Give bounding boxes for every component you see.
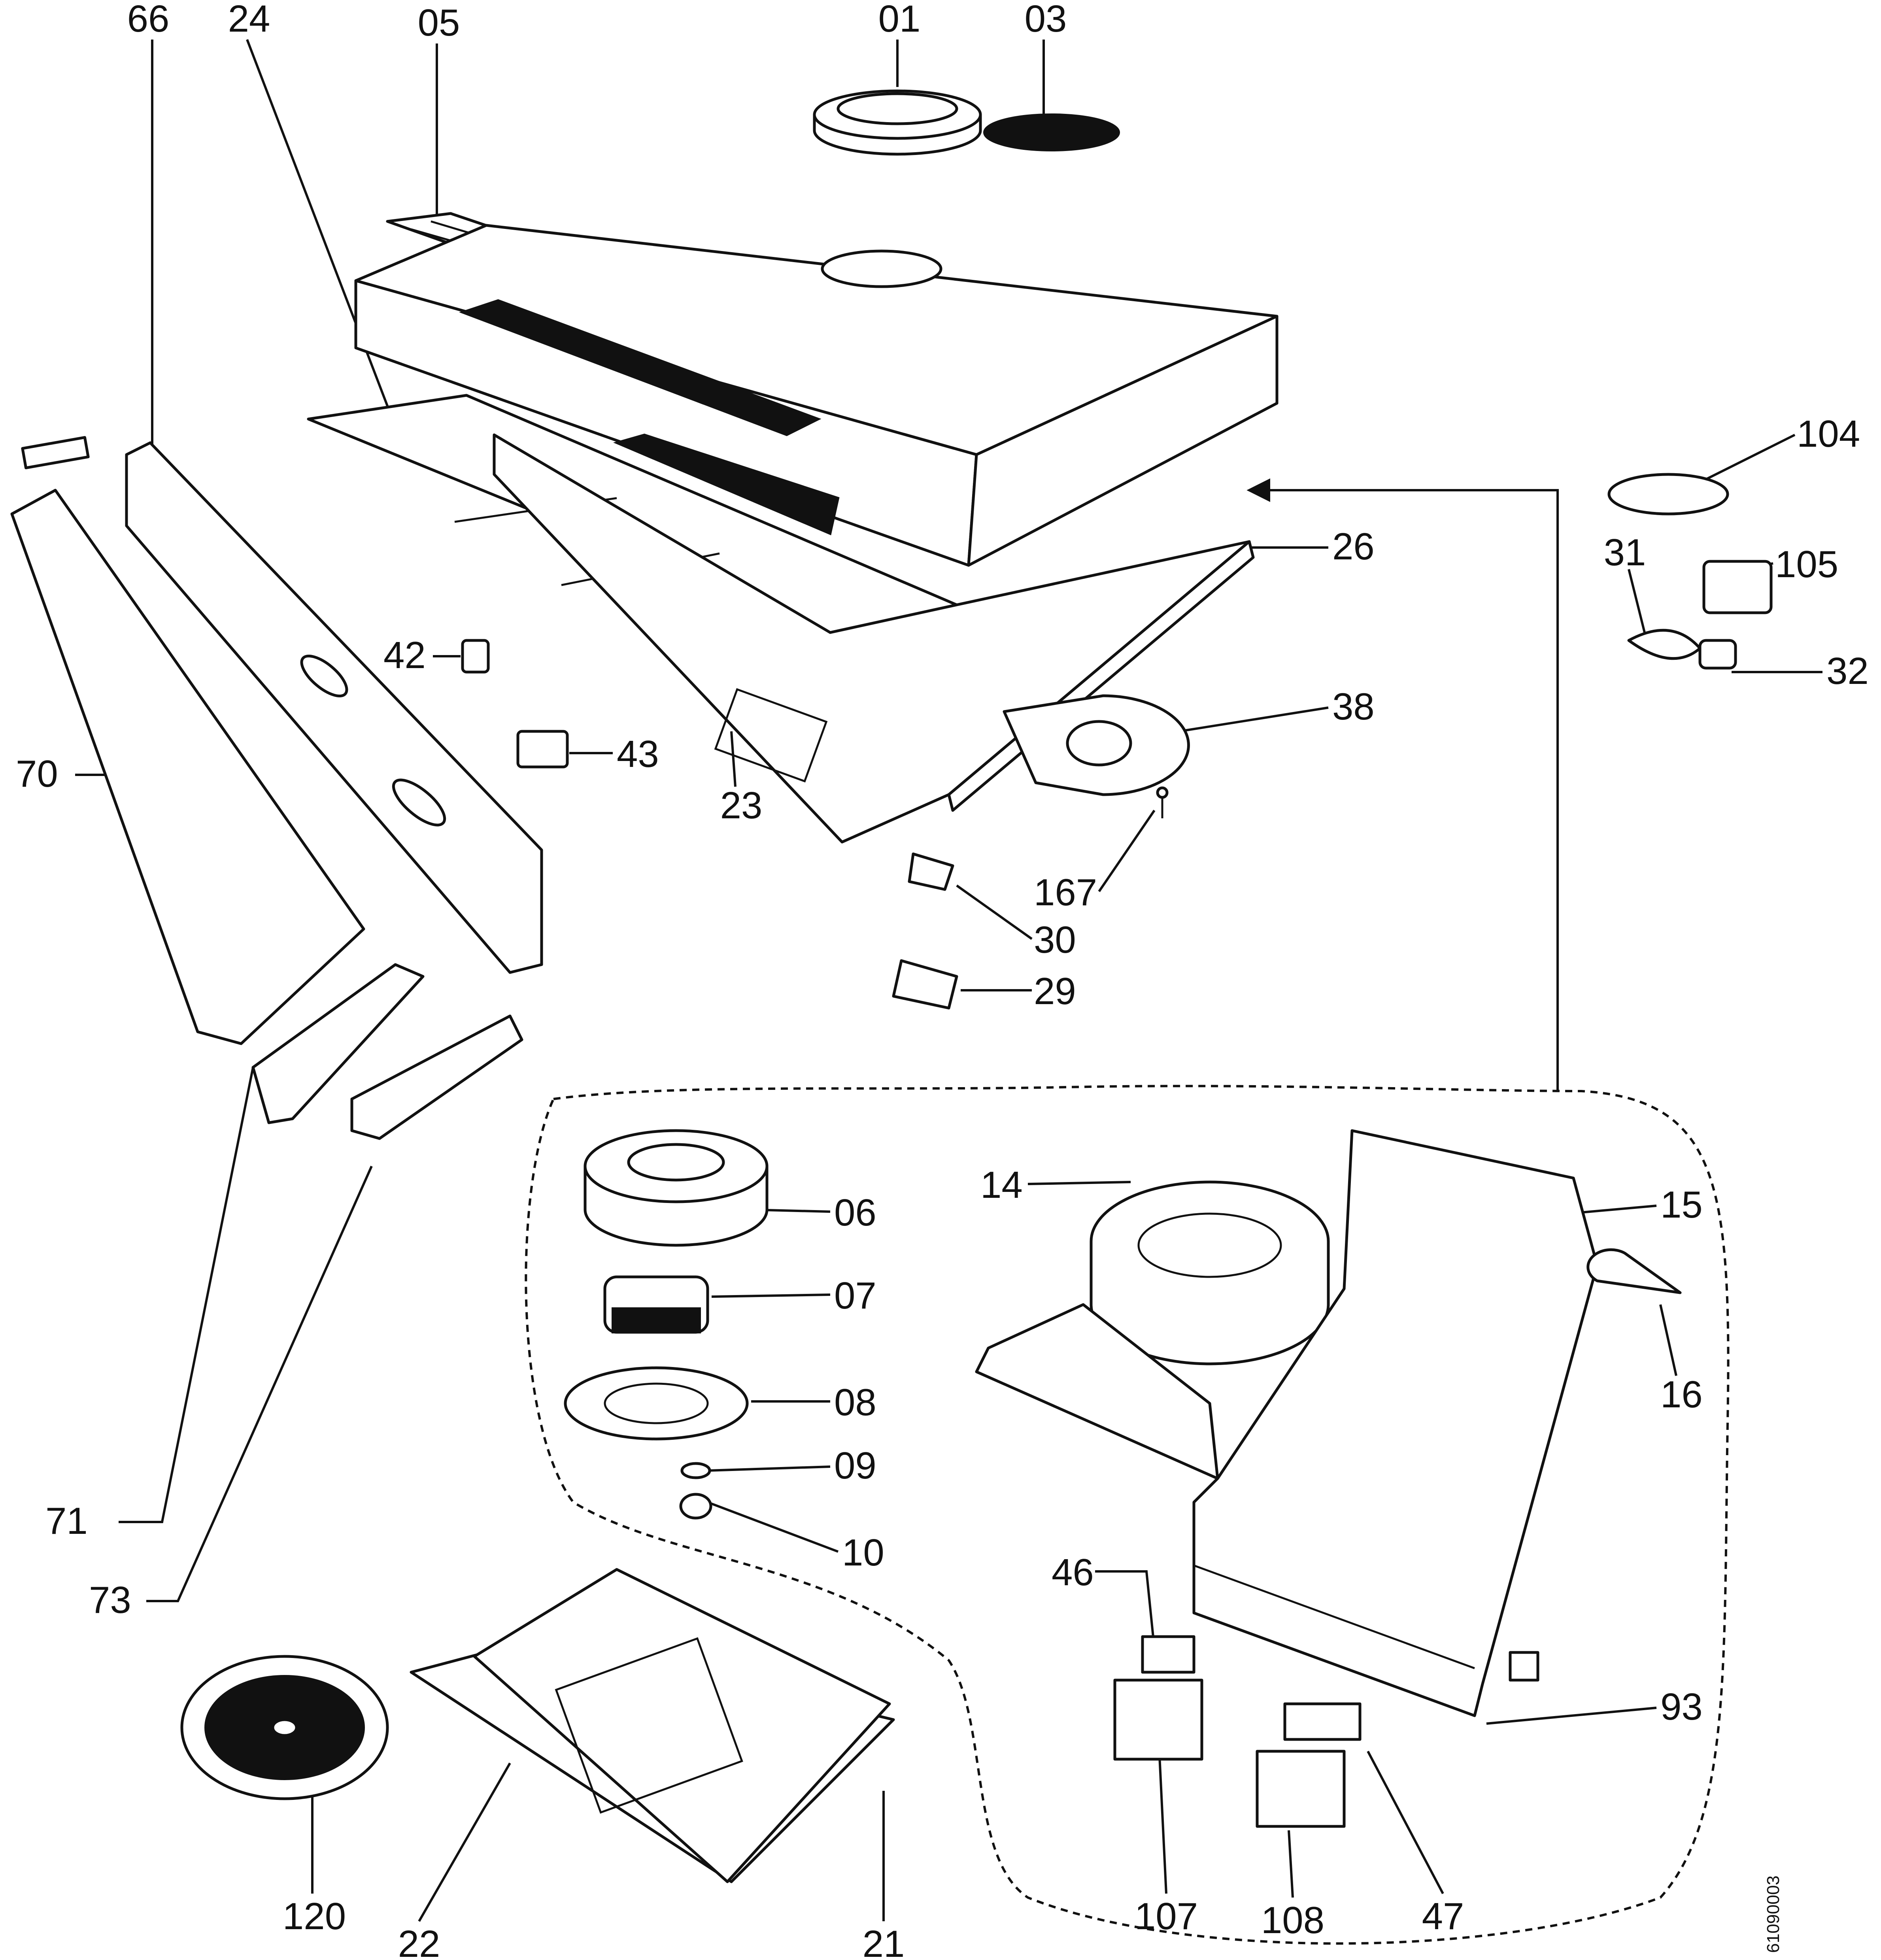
callout-07: 07 xyxy=(834,1275,876,1317)
callout-14: 14 xyxy=(980,1164,1023,1206)
callout-16: 16 xyxy=(1660,1373,1703,1416)
callout-120: 120 xyxy=(283,1895,346,1937)
motor-assembly-boundary xyxy=(525,1085,1730,1945)
callout-31: 31 xyxy=(1604,531,1646,574)
callout-29: 29 xyxy=(1034,970,1076,1012)
callout-15: 15 xyxy=(1660,1184,1703,1226)
part-47 xyxy=(1283,1702,1362,1741)
part-93-chassis xyxy=(1192,1129,1599,1717)
part-32-socket xyxy=(1698,639,1737,670)
callout-42: 42 xyxy=(383,634,426,676)
callout-70: 70 xyxy=(16,753,58,795)
part-01-collar xyxy=(813,89,982,156)
callout-24: 24 xyxy=(228,0,270,40)
part-108 xyxy=(1256,1750,1346,1828)
callout-104: 104 xyxy=(1797,413,1860,455)
callout-47: 47 xyxy=(1422,1895,1464,1937)
hood-body xyxy=(354,224,1279,567)
part-70-glass-panel xyxy=(10,436,365,1045)
callout-107: 107 xyxy=(1135,1895,1198,1937)
callout-71: 71 xyxy=(45,1500,88,1542)
callout-30: 30 xyxy=(1034,919,1076,961)
drawing-code: 61090003 xyxy=(1764,1875,1783,1953)
callout-38: 38 xyxy=(1332,685,1375,728)
callout-03: 03 xyxy=(1025,0,1067,40)
part-29 xyxy=(892,959,958,1010)
part-120-filter-disc xyxy=(180,1655,389,1800)
lamp-assembly xyxy=(1607,473,1773,670)
part-06-impeller xyxy=(584,1129,769,1247)
callout-46: 46 xyxy=(1052,1551,1094,1594)
parts-71-73 xyxy=(251,963,523,1140)
callout-10: 10 xyxy=(842,1531,884,1574)
part-23-mesh xyxy=(714,688,828,783)
callout-22: 22 xyxy=(398,1923,440,1960)
part-16-lens xyxy=(1586,1248,1682,1294)
part-38-duct xyxy=(1003,694,1190,796)
small-parts xyxy=(461,639,1169,1010)
callout-108: 108 xyxy=(1261,1899,1324,1941)
part-43 xyxy=(516,730,569,769)
part-66-front-panel xyxy=(125,441,543,974)
callout-73: 73 xyxy=(89,1579,131,1621)
parts-21-22-filter-cassette xyxy=(410,1568,895,1883)
part-107 xyxy=(1113,1679,1203,1761)
part-46 xyxy=(1141,1635,1195,1674)
callout-09: 09 xyxy=(834,1445,876,1487)
callout-06: 06 xyxy=(834,1191,876,1234)
assembly-arrow xyxy=(1246,478,1559,1091)
callout-08: 08 xyxy=(834,1381,876,1424)
part-105-holder xyxy=(1702,560,1773,614)
part-42 xyxy=(461,639,490,674)
part-14-fan-housing xyxy=(975,1180,1330,1480)
callout-23: 23 xyxy=(720,784,763,827)
part-08-grid-disc xyxy=(564,1366,749,1441)
callout-167: 167 xyxy=(1034,871,1097,914)
callout-01: 01 xyxy=(878,0,921,40)
callout-93: 93 xyxy=(1660,1686,1703,1728)
part-30 xyxy=(908,852,954,891)
part-31-bulb xyxy=(1627,629,1702,660)
callout-26: 26 xyxy=(1332,525,1375,568)
callout-32: 32 xyxy=(1826,650,1869,692)
callout-21: 21 xyxy=(863,1923,905,1960)
part-93-clip xyxy=(1509,1651,1539,1682)
callout-05: 05 xyxy=(418,2,460,44)
callout-43: 43 xyxy=(617,733,659,775)
callout-66: 66 xyxy=(127,0,170,40)
part-07-motor xyxy=(603,1275,709,1334)
part-09-washer xyxy=(680,1462,711,1479)
part-03-disc xyxy=(983,113,1120,151)
part-10-nut xyxy=(679,1493,712,1520)
parts-switch-assembly xyxy=(1113,1635,1539,1828)
callout-105: 105 xyxy=(1775,543,1838,585)
part-104-lens-cover xyxy=(1607,473,1729,515)
